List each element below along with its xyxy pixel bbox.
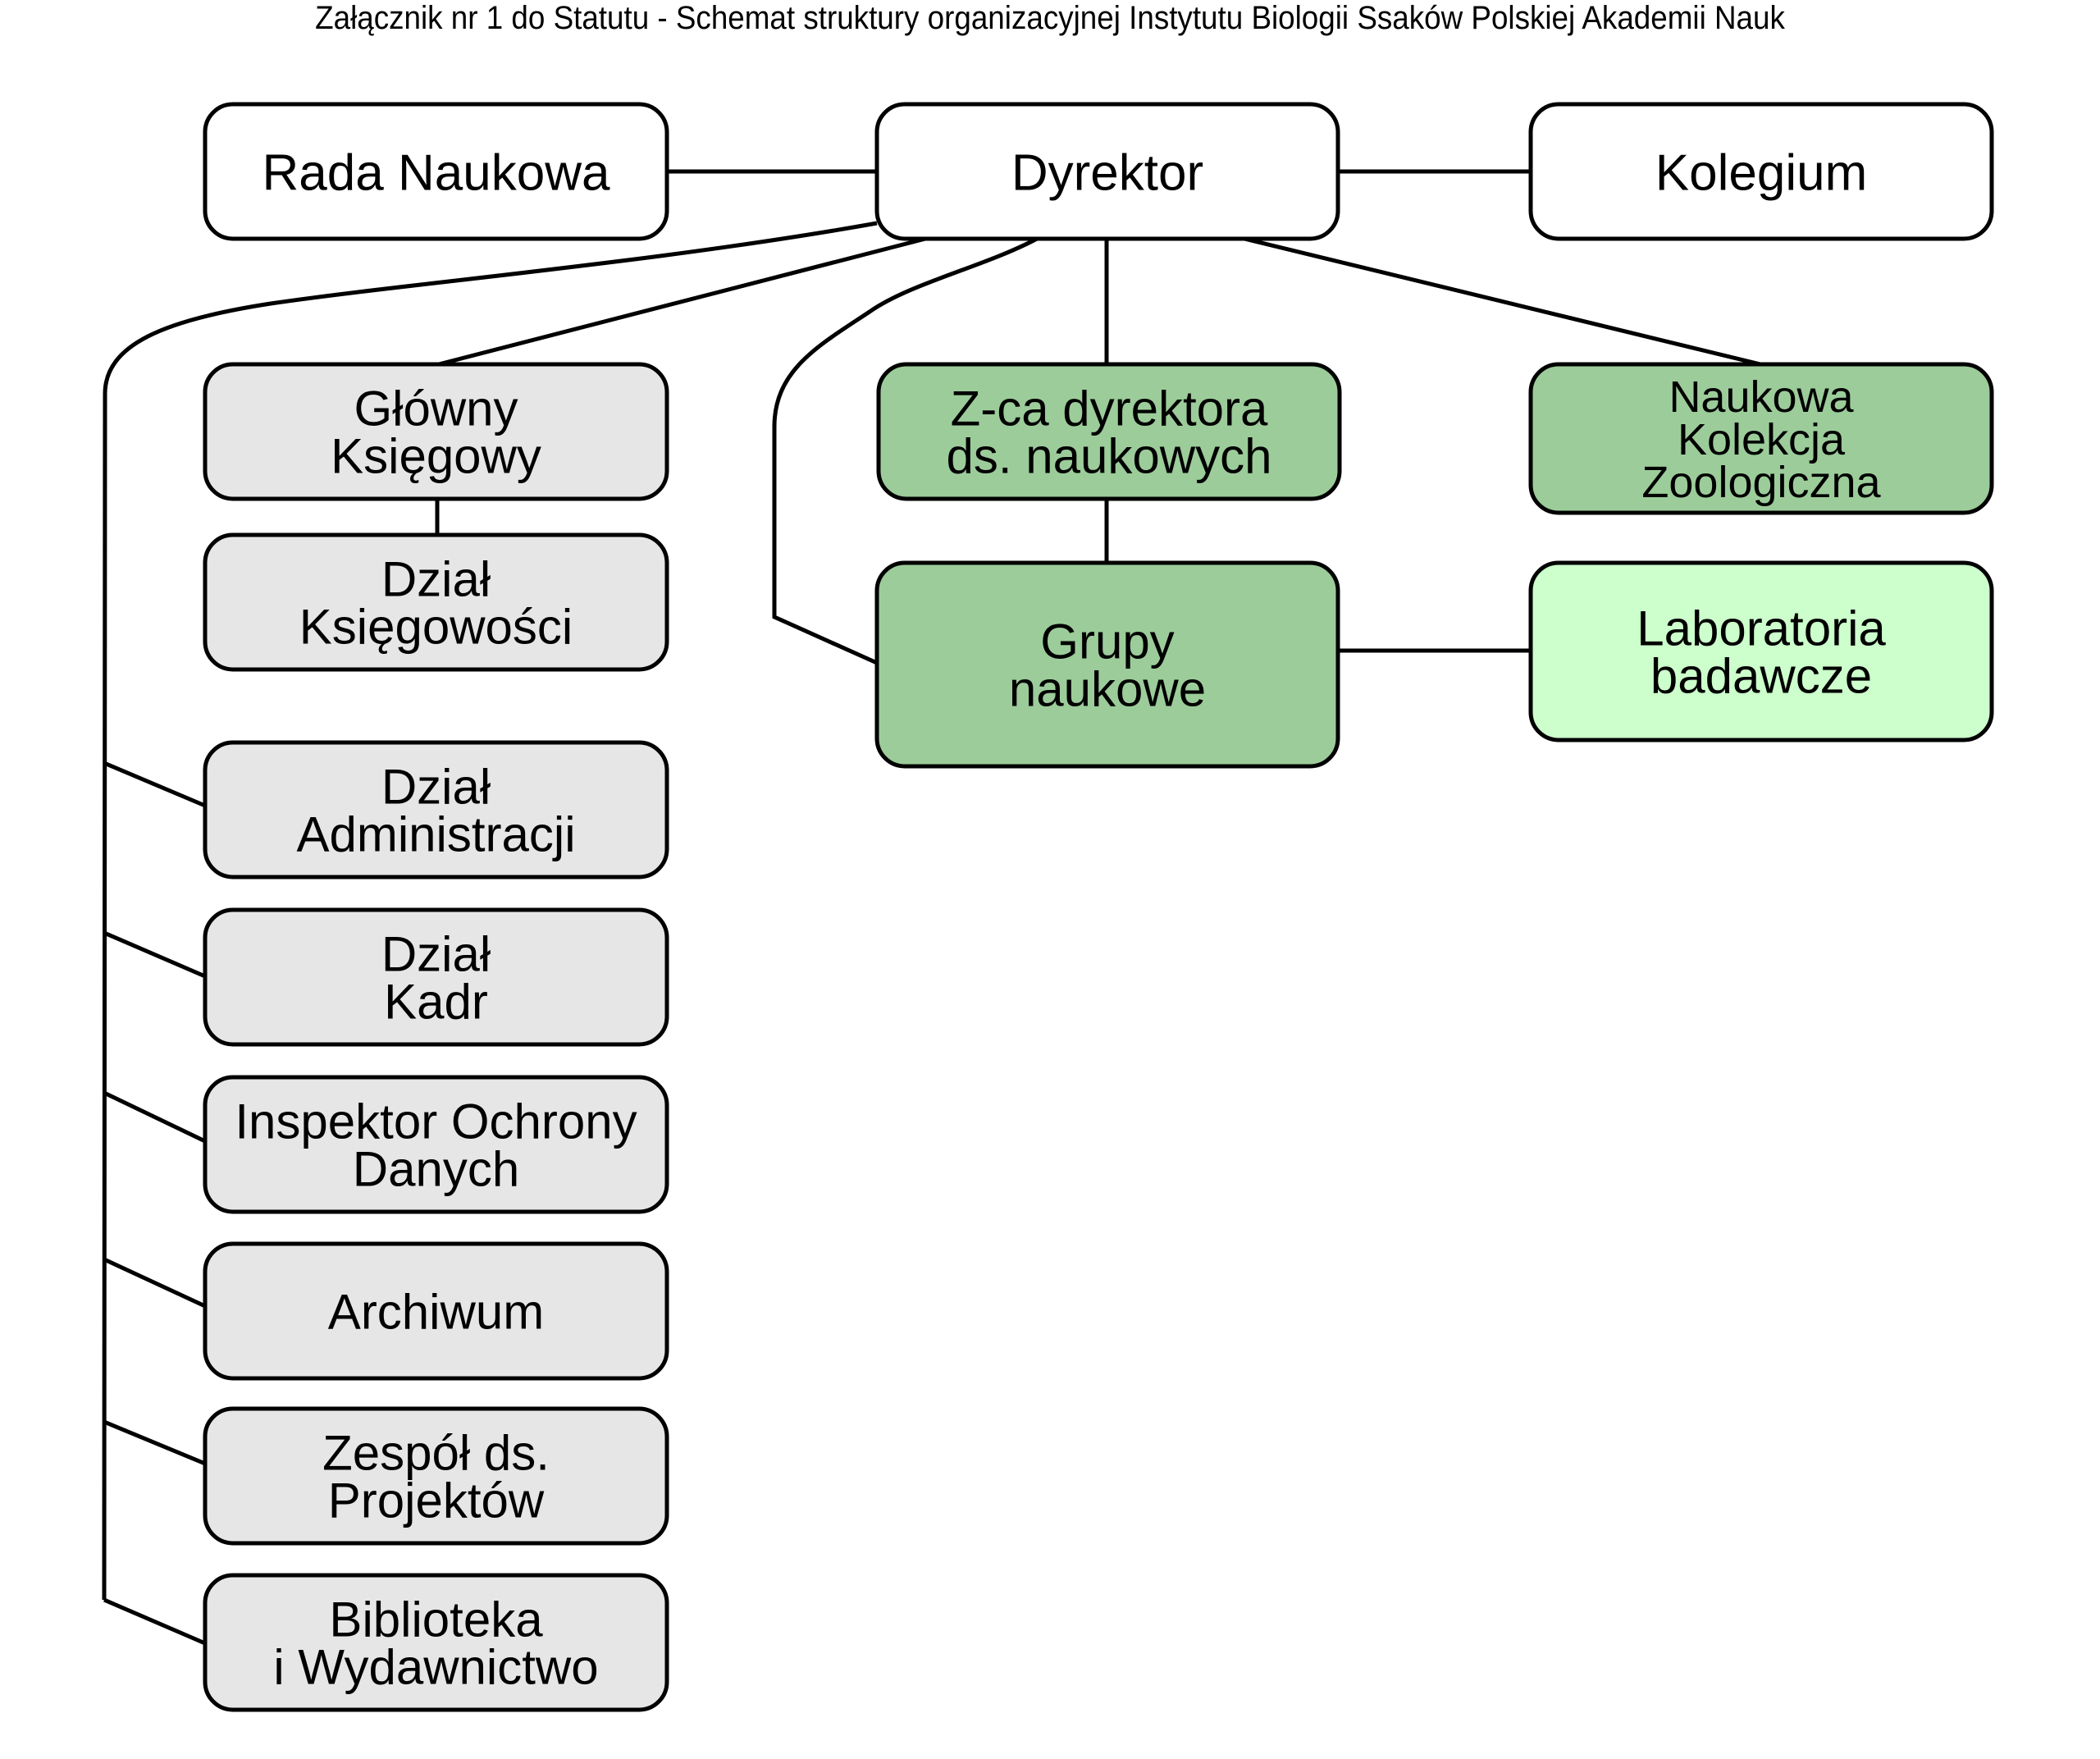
unit-label-line: Inspektor Ochrony — [235, 1094, 637, 1149]
connector-dyrektor-trunk — [102, 221, 878, 1601]
unit-box-shape — [1528, 102, 1994, 241]
connector-trunk-biblioteka — [103, 1597, 206, 1646]
unit-label-line: Kolekcja — [1678, 415, 1846, 464]
unit-label-line: Dział — [381, 552, 491, 607]
unit-label-line: Zoologiczna — [1641, 458, 1881, 507]
unit-label-line: Księgowości — [299, 600, 573, 655]
unit-label-line: Biblioteka — [329, 1592, 543, 1647]
unit-box-shape — [203, 362, 669, 501]
unit-label-line: Grupy — [1040, 615, 1174, 669]
unit-label-line: Główny — [354, 381, 518, 436]
unit-box-shape — [203, 1406, 669, 1546]
unit-box-shape — [1528, 362, 1994, 515]
connector-dyrektor-grupy — [772, 236, 1039, 665]
unit-box-shape — [876, 362, 1342, 501]
connector-trunk-administracji — [103, 761, 206, 808]
unit-label-line: i Wydawnictwo — [273, 1640, 598, 1695]
unit-label-line: Rada Naukowa — [262, 144, 610, 201]
unit-label-line: Archiwum — [328, 1285, 544, 1340]
connector-trunk-archiwum — [103, 1257, 207, 1309]
unit-box-shape — [874, 102, 1340, 241]
connector-dyrektor-kolekcja — [1244, 236, 1761, 367]
unit-box-shape — [1528, 560, 1994, 742]
unit-label-line: Z-ca dyrektora — [951, 381, 1268, 436]
diagram-title: Załącznik nr 1 do Statutu - Schemat stru… — [315, 0, 1785, 36]
unit-box-shape — [874, 560, 1340, 769]
unit-rada-naukowa: Rada Naukowa — [203, 102, 669, 241]
connector-trunk-kadr — [103, 930, 206, 979]
unit-label-line: Zespół ds. — [322, 1426, 550, 1481]
unit-box-shape — [203, 1573, 669, 1712]
unit-label-line: Dyrektor — [1011, 144, 1203, 201]
unit-label-line: ds. naukowych — [947, 429, 1272, 484]
unit-label-line: Dział — [381, 927, 491, 982]
unit-label-line: Księgowy — [331, 429, 541, 484]
unit-label-line: Dział — [381, 760, 491, 815]
connector-trunk-inspektor — [103, 1090, 207, 1144]
unit-box-shape — [203, 1241, 669, 1381]
unit-label-line: Kadr — [384, 975, 488, 1030]
unit-zespol-projektow: Zespół ds.Projektów — [203, 1406, 669, 1546]
unit-box-shape — [203, 907, 669, 1047]
unit-box-shape — [203, 102, 669, 241]
unit-label-line: Kolegium — [1655, 144, 1867, 201]
connectors — [102, 169, 1761, 1646]
unit-box-shape — [203, 532, 669, 672]
connector-dyrektor-glowny — [438, 236, 926, 367]
unit-dyrektor: Dyrektor — [874, 102, 1340, 241]
unit-box-shape — [203, 1075, 669, 1214]
unit-label-line: Administracji — [296, 807, 575, 862]
unit-kolegium: Kolegium — [1528, 102, 1994, 241]
unit-label-line: Danych — [353, 1142, 519, 1197]
unit-label-line: naukowe — [1009, 662, 1206, 717]
unit-label-line: Projektów — [328, 1473, 545, 1528]
unit-archiwum: Archiwum — [203, 1241, 669, 1381]
unit-box-shape — [203, 740, 669, 880]
connector-trunk-zespol — [103, 1419, 206, 1466]
unit-label-line: badawcze — [1650, 649, 1872, 704]
unit-label-line: Naukowa — [1669, 372, 1854, 422]
unit-label-line: Laboratoria — [1637, 601, 1886, 656]
